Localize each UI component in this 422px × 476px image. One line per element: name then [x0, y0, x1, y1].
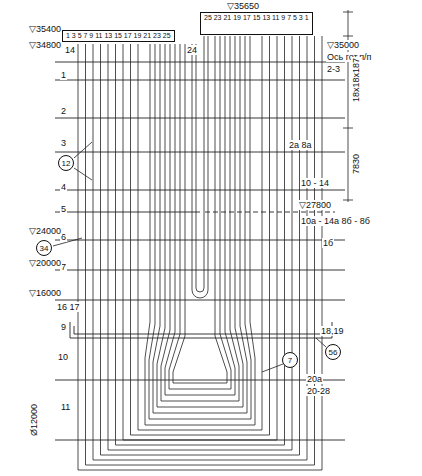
drawing-label: 7830	[351, 153, 361, 175]
drawing-label: ▽20000	[28, 258, 62, 268]
drawing-label: 16 17	[56, 302, 81, 312]
callout-number: 12	[58, 155, 74, 171]
drawing-label: 10а - 14а 8б - 8б	[300, 216, 371, 226]
drawing-label: 5	[60, 204, 67, 214]
drawing-label: 18х18х187	[351, 57, 361, 103]
callout-number: 7	[282, 352, 298, 368]
drawing-label: 4	[60, 182, 67, 192]
drawing-label: ▽24000	[28, 226, 62, 236]
node-text: 12	[62, 159, 71, 168]
drawing-label: 20-28	[306, 386, 331, 396]
node-text: 34	[40, 244, 49, 253]
node-text: 7	[288, 356, 292, 365]
drawing-label: 20а	[306, 374, 323, 384]
node-text: 25 23 21 19 17 15 13 11 9 7 5 3 1	[204, 14, 309, 22]
drawing-label: 24	[186, 45, 198, 55]
drawing-label: ▽34800	[28, 40, 62, 50]
drawing-label: Ось гот.п/п	[326, 52, 372, 62]
drawing-label: 9	[60, 322, 67, 332]
callout-number: 34	[36, 240, 52, 256]
drawing-label: 11	[60, 402, 71, 412]
drawing-label: ▽35650	[226, 1, 260, 11]
node-text: 1 3 5 7 9 11 13 15 17 19 21 23 25	[66, 32, 171, 40]
drawing-label: 14	[64, 45, 76, 55]
drawing-label: 1б	[322, 238, 334, 248]
drawing-label: ▽27800	[298, 200, 332, 210]
node-text: 56	[329, 348, 338, 357]
leader-lines	[53, 142, 326, 372]
drawing-label: 2	[60, 106, 67, 116]
tendon-lines	[78, 36, 322, 470]
drawing-label: 2-3	[326, 64, 341, 74]
number-box: 25 23 21 19 17 15 13 11 9 7 5 3 1	[200, 12, 313, 35]
drawing-label: 3	[60, 138, 67, 148]
drawing-label: 18,19	[320, 326, 345, 336]
drawing-label: 10	[57, 352, 69, 362]
drawing-label: Ø12000	[29, 403, 39, 437]
tier-lines	[55, 62, 345, 440]
drawing-label: ▽16000	[28, 288, 62, 298]
callout-number: 56	[325, 344, 341, 360]
drawing-label: ▽35400	[28, 24, 62, 34]
drawing-label: 1	[60, 70, 67, 80]
number-box: 1 3 5 7 9 11 13 15 17 19 21 23 25	[62, 30, 175, 42]
drawing-label: ▽35000	[326, 40, 360, 50]
drawing-label: 2а 8а	[288, 140, 313, 150]
drawing-label: 10 - 14	[300, 178, 330, 188]
